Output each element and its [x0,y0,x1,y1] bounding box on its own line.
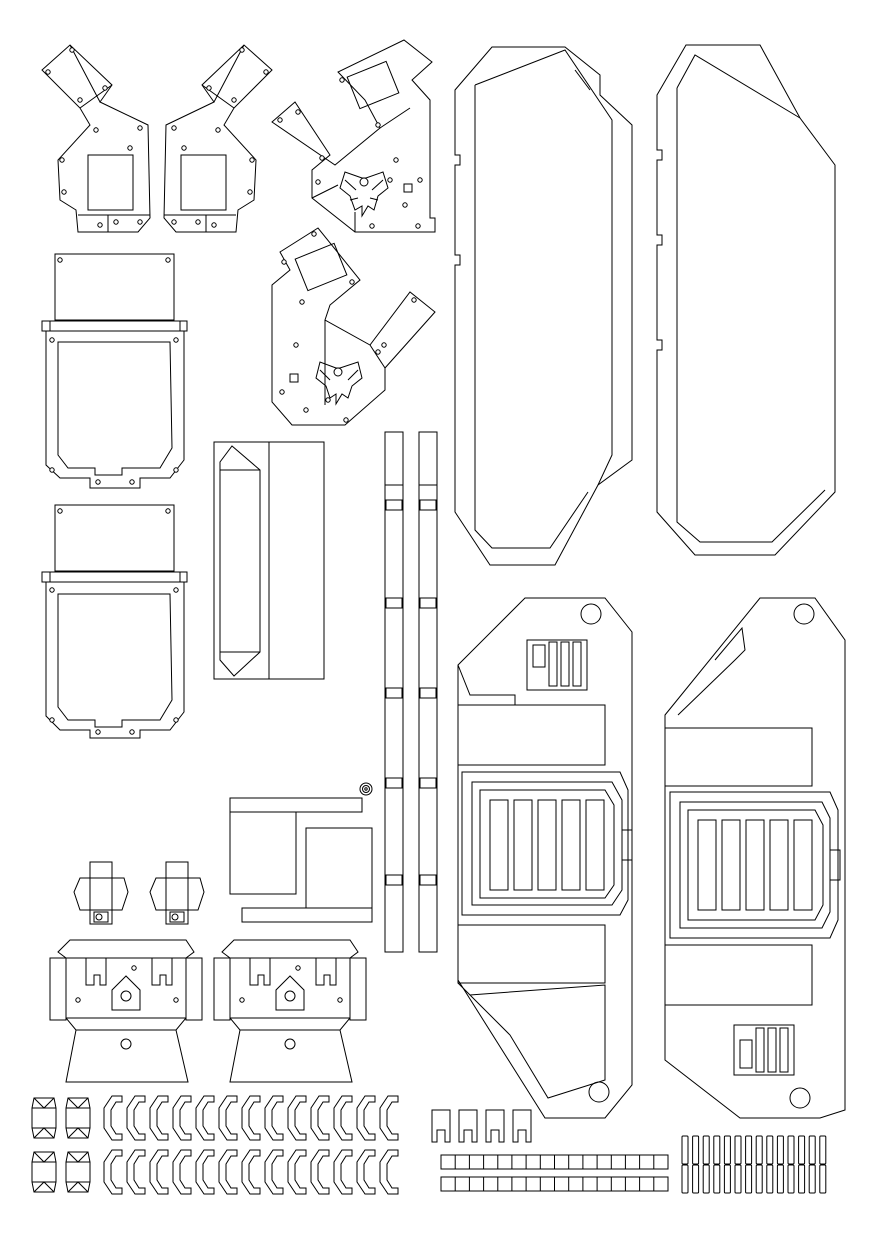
track-link-block [723,1135,731,1165]
foot-net-right [213,939,367,1083]
aquila-eagle-icon [339,171,389,218]
track-link-block [755,1164,763,1194]
lamp-net-right [149,861,205,925]
c-clip [333,1149,353,1195]
emblem-plate-bottom [271,227,436,426]
track-link-block [713,1164,721,1194]
lamp-net-left [73,861,129,925]
track-panel-left [457,597,633,1119]
hull-panel-upper [41,253,188,489]
cover-box-net [229,782,373,923]
c-clip [379,1095,399,1141]
track-link-block [819,1135,827,1165]
c-clip [333,1095,353,1141]
c-clip [149,1095,169,1141]
c-clip [103,1149,123,1195]
side-panel-b [656,44,836,556]
gem-net [31,1097,57,1139]
c-clip [218,1149,238,1195]
c-clip [356,1095,376,1141]
track-link-block [808,1164,816,1194]
c-clip [149,1149,169,1195]
track-link-strip [440,1154,669,1170]
crystal-box-net [213,441,325,680]
track-link-block [766,1164,774,1194]
tab [512,1109,532,1143]
gem-net [31,1151,57,1193]
foot-net-left [49,939,203,1083]
c-clip [172,1149,192,1195]
track-link-block [681,1164,689,1194]
track-link-block [787,1164,795,1194]
c-clip [356,1149,376,1195]
track-link-block [798,1135,806,1165]
c-clip [310,1095,330,1141]
track-link-block [776,1135,784,1165]
c-clip [287,1095,307,1141]
emblem-plate-top [271,39,436,233]
strip-left [384,431,404,953]
track-link-block [692,1164,700,1194]
c-clip [103,1095,123,1141]
track-link-block [755,1135,763,1165]
spiral-icon [359,782,373,796]
track-link-block [808,1135,816,1165]
c-clip [264,1149,284,1195]
tab [485,1109,505,1143]
c-clip [126,1095,146,1141]
c-clip-rows [103,1095,399,1195]
hull-panel-lower [41,504,188,739]
c-clip [264,1095,284,1141]
track-link-block [692,1135,700,1165]
c-clip [241,1149,261,1195]
side-panel-a [454,46,633,566]
track-link-block [702,1135,710,1165]
track-link-block [702,1164,710,1194]
arm-plate-left [41,44,151,233]
c-clip [126,1149,146,1195]
track-link-block [766,1135,774,1165]
c-clip [195,1095,215,1141]
track-link-block [734,1164,742,1194]
track-link-strip [440,1176,669,1192]
tab [458,1109,478,1143]
c-clip [287,1149,307,1195]
track-link-strips [440,1154,669,1192]
track-link-block [745,1135,753,1165]
c-clip [241,1095,261,1141]
strip-right [418,431,438,953]
track-panel-right [664,597,846,1119]
track-link-block [723,1164,731,1194]
c-clip [172,1095,192,1141]
c-clip [218,1095,238,1141]
track-link-block [787,1135,795,1165]
gem-net [65,1097,91,1139]
track-link-block [745,1164,753,1194]
track-link-block [819,1164,827,1194]
track-link-block [681,1135,689,1165]
c-clip [379,1149,399,1195]
gem-net [65,1151,91,1193]
aquila-eagle-icon [315,361,363,406]
track-link-block [734,1135,742,1165]
track-link-block [713,1135,721,1165]
tab [431,1109,451,1143]
track-link-block [776,1164,784,1194]
vent-bars [489,799,605,891]
gem-nets [31,1097,91,1193]
track-link-block [798,1164,806,1194]
arm-plate-right [163,44,273,233]
c-clip [310,1149,330,1195]
track-link-blocks [681,1135,827,1194]
c-clip [195,1149,215,1195]
small-tabs [431,1109,532,1143]
